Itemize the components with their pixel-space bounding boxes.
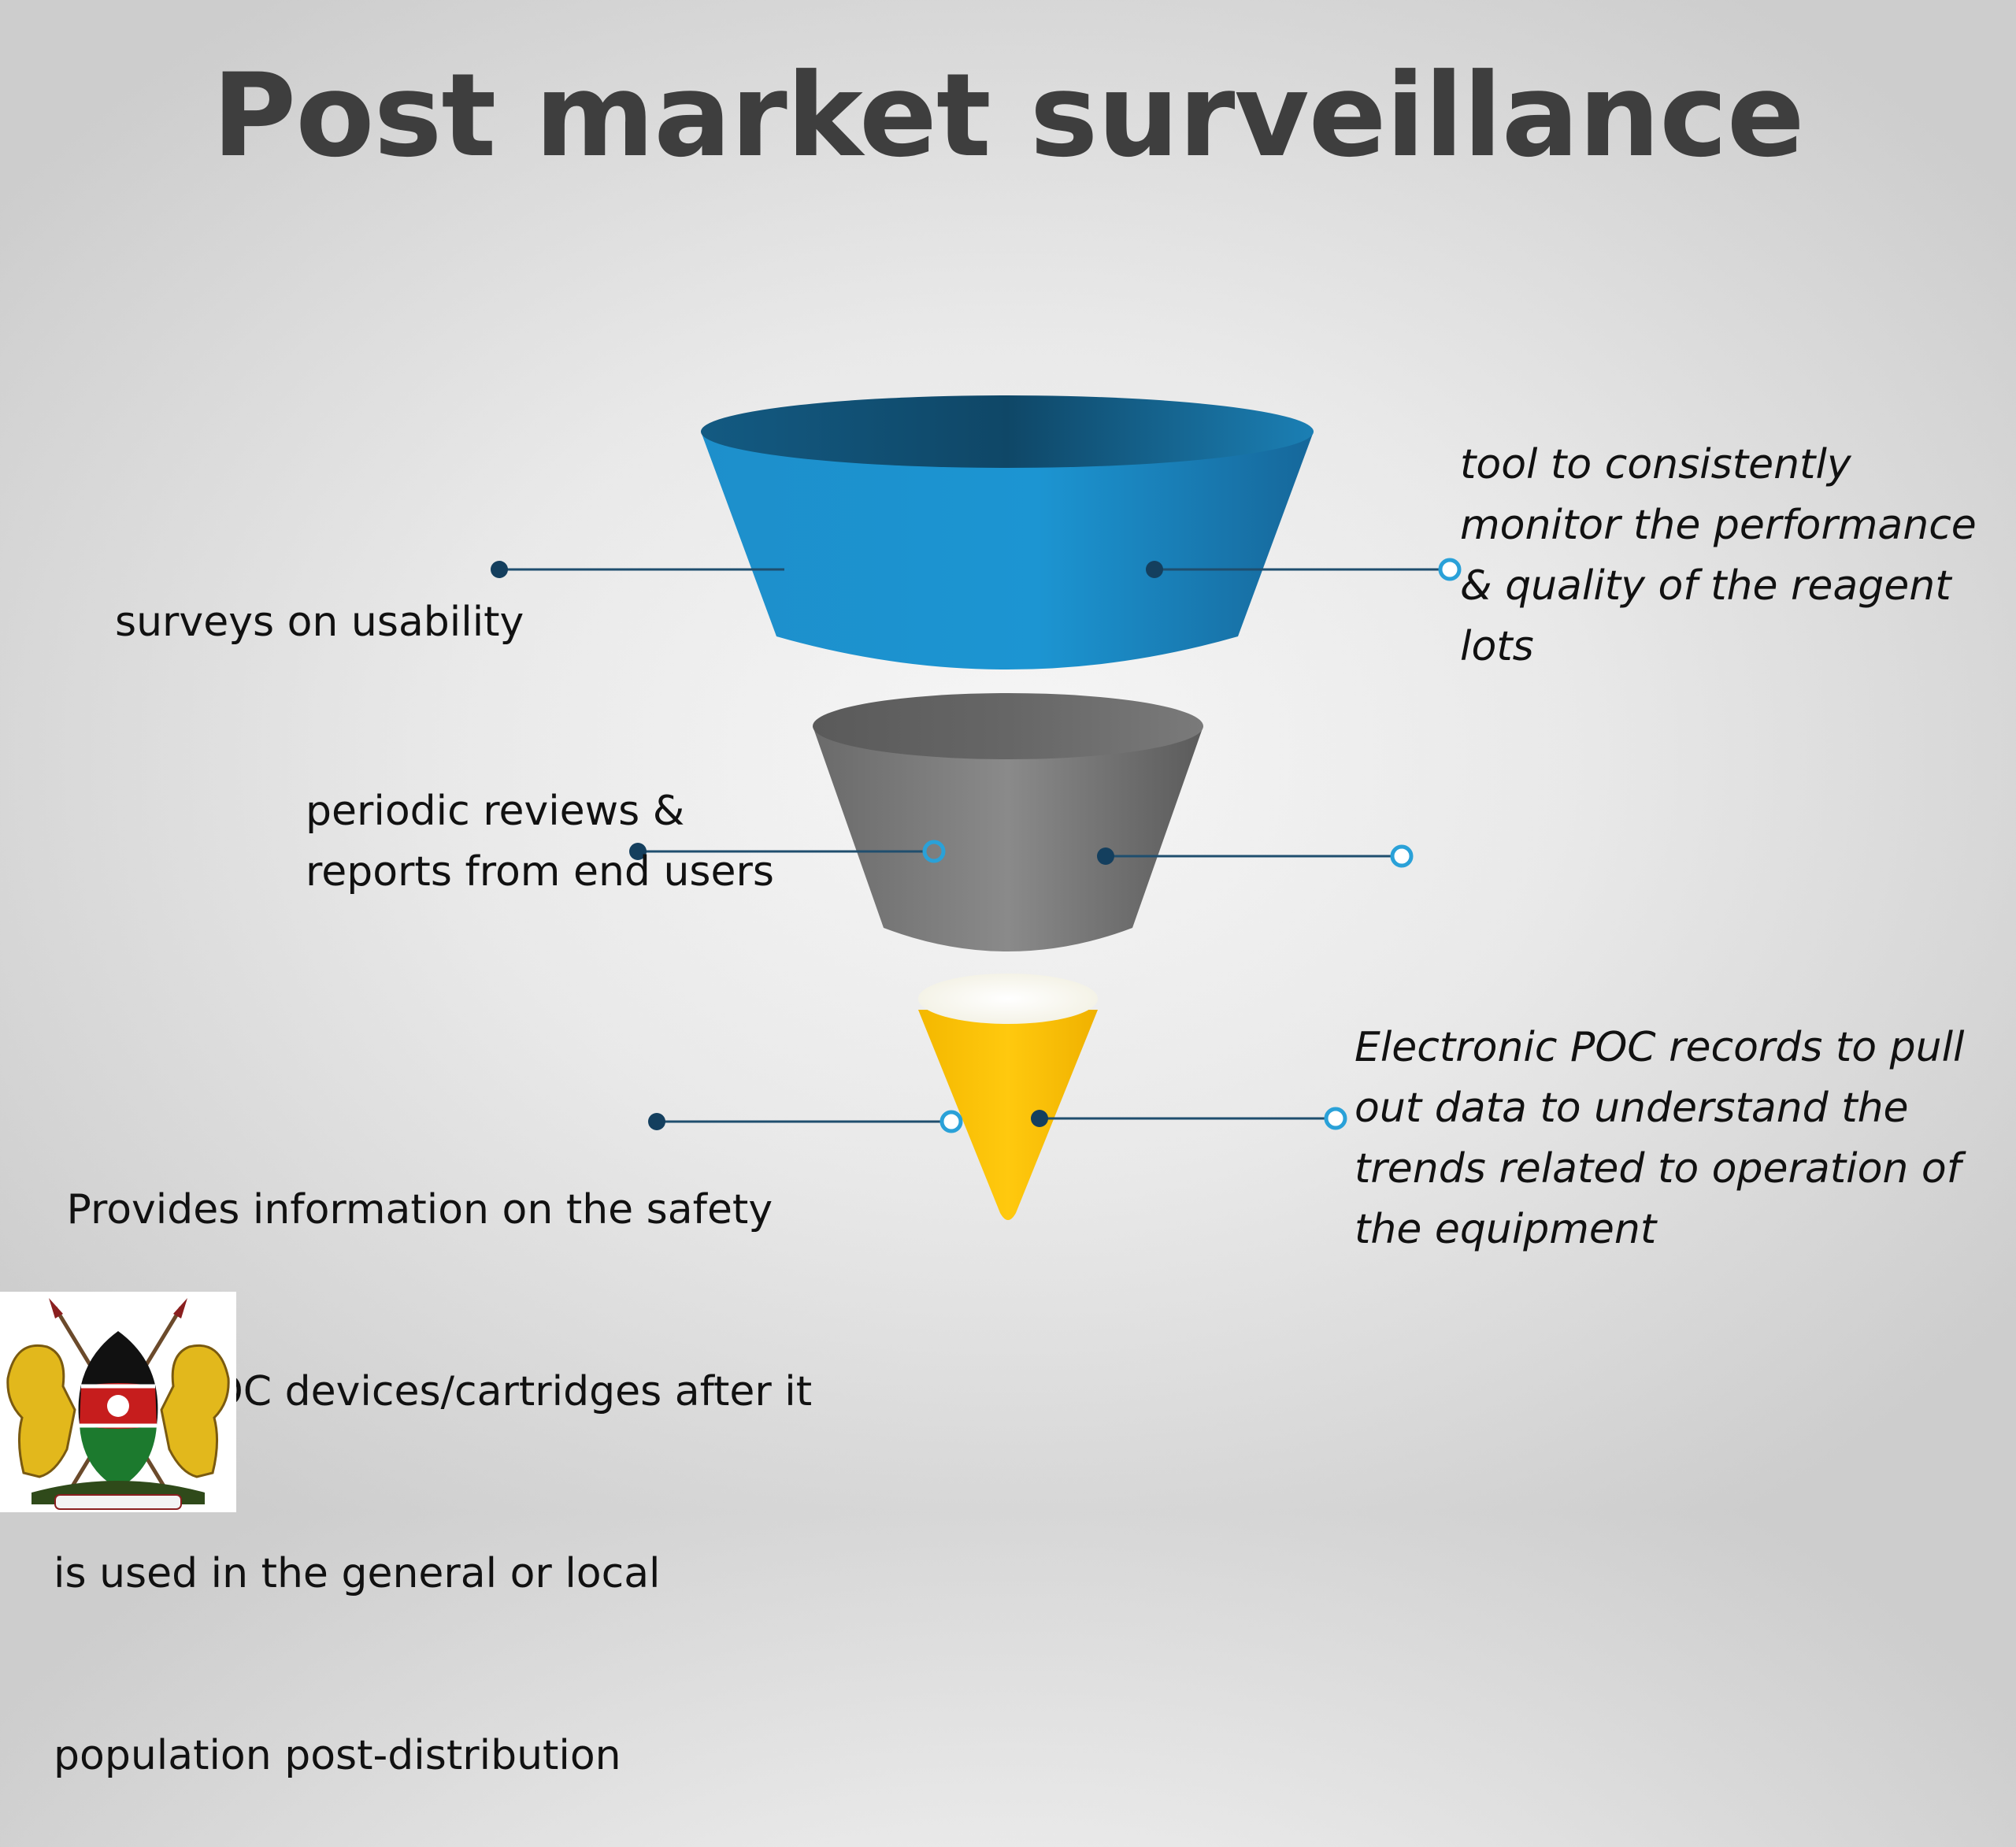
label-monitor-performance: tool to consistently monitor the perform…: [1460, 441, 1977, 670]
top-funnel-segment: [701, 395, 1314, 669]
kenya-coat-of-arms-icon: [0, 1292, 236, 1512]
connector-middle-right: [1097, 844, 1414, 868]
label-periodic-reviews: periodic reviews & reports from end user…: [306, 788, 774, 896]
middle-funnel-segment: [813, 693, 1203, 951]
page-title: Post market surveillance: [212, 49, 1805, 183]
connector-top-left: [491, 561, 784, 578]
bottom-funnel-segment: [918, 974, 1098, 1220]
connector-middle-left: [629, 840, 946, 863]
connector-top-right: [1146, 558, 1462, 581]
connector-bottom-left: [648, 1110, 963, 1133]
label-electronic-records: Electronic POC records to pull out data …: [1354, 1024, 1965, 1253]
funnel-diagram: [491, 395, 1462, 1220]
connector-bottom-right: [1031, 1107, 1347, 1130]
label-surveys-usability: surveys on usability: [115, 599, 524, 646]
